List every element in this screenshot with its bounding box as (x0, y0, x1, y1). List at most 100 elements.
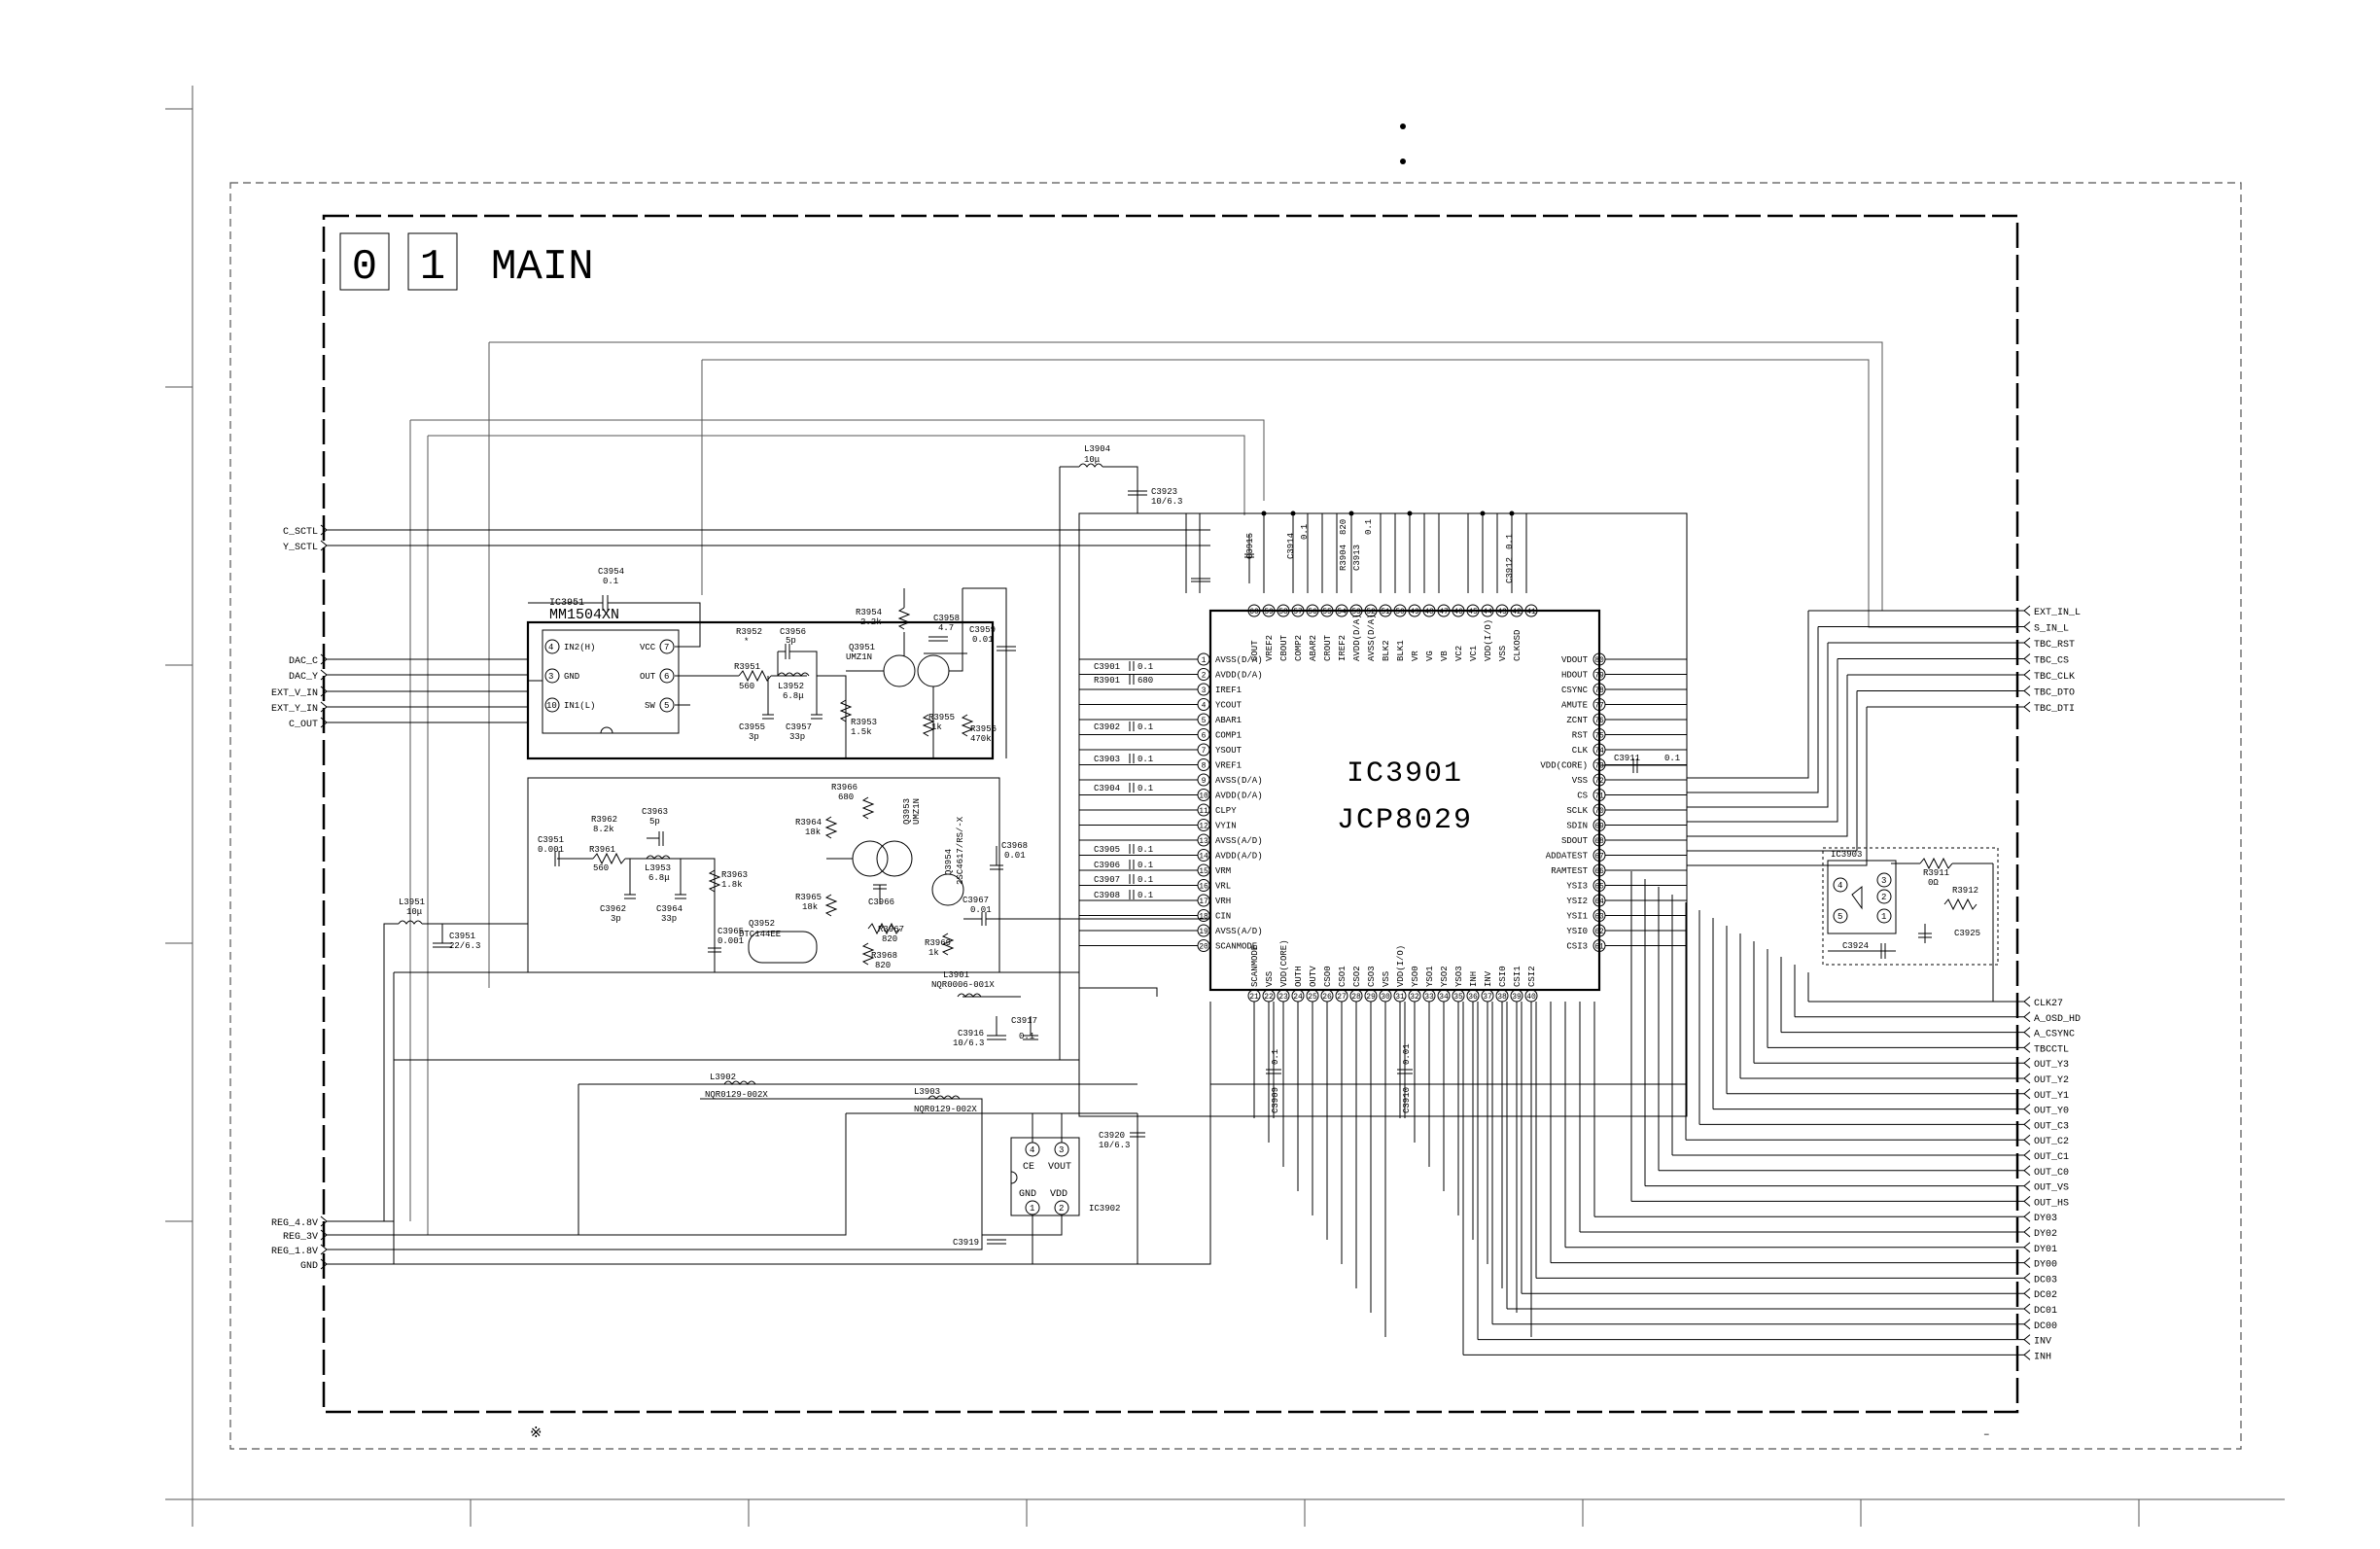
ic3901-right-pin-number: 78 (1594, 686, 1604, 695)
c3904-value: 0.1 (1138, 784, 1153, 793)
r3966-value: 680 (838, 792, 854, 802)
ic3901-top-pin-label: CBOUT (1279, 634, 1289, 661)
ic3951-pin-gnd: GND (564, 672, 579, 682)
ic3902-ref: IC3902 (1089, 1204, 1120, 1214)
q3951-label: Q3951 (849, 643, 875, 652)
l3901-value: NQR0006-001X (931, 980, 995, 990)
r3964-value: 18k (805, 827, 821, 837)
ic3901-right-pin-number: 64 (1594, 898, 1604, 906)
r3955-label: R3955 (928, 713, 955, 722)
right-signal-out-vs: OUT_VS (2034, 1183, 2069, 1194)
ic3902-pin-vout: VOUT (1048, 1162, 1071, 1173)
c3908-label: C3908 (1094, 891, 1120, 900)
ic3901-top-pin-label: VC1 (1469, 646, 1479, 661)
ic3901-top-pin-label: VC2 (1454, 646, 1464, 661)
r3955-value: 1k (931, 722, 942, 732)
ic3901-left-pin-label: VRM (1215, 866, 1231, 876)
ic3901-right-pin-number: 70 (1594, 807, 1604, 816)
right-signal-dc00: DC00 (2034, 1321, 2057, 1332)
ic3903: IC3903 4 5 3 2 1 R3911 0Ω R3912 C3925 C3… (1822, 847, 2017, 1003)
ic3901-top-pin-number: 43 (1497, 608, 1507, 616)
r3963-value: 1.8k (721, 880, 743, 890)
ic3901-part: JCP8029 (1337, 804, 1473, 837)
ic3901-bottom-pin-label: CSO0 (1323, 966, 1333, 987)
ic3901-right-pin-number: 71 (1594, 792, 1604, 801)
r3965-label: R3965 (795, 893, 822, 902)
board-boundary (322, 214, 2019, 1414)
left-signal-c-sctl: C_SCTL (283, 527, 318, 538)
right-signal-tbc-dti: TBC_DTI (2034, 704, 2075, 715)
c3910-label: C3910 (1402, 1087, 1412, 1113)
r3962-value: 8.2k (593, 825, 614, 834)
ic3901-left-pin-number: 4 (1202, 702, 1207, 711)
power-distribution: L3901 NQR0006-001X C3916 10/6.3 C3917 0.… (331, 970, 1413, 1265)
c3956-value: 5p (786, 636, 796, 646)
ic3901-left-pin-label: ABAR1 (1215, 716, 1242, 725)
ic3901-top-pin-label: VG (1425, 651, 1435, 661)
c3966-label: C3966 (868, 898, 894, 907)
l3953-label: L3953 (645, 863, 671, 873)
ic3901-top-pin-number: 58 (1278, 608, 1288, 616)
right-signal-tbc-rst: TBC_RST (2034, 640, 2075, 651)
ic3901-right-pin-number: 76 (1594, 717, 1604, 725)
ic3901-bottom-pin-number: 35 (1453, 993, 1463, 1002)
right-signal-tbc-clk: TBC_CLK (2034, 672, 2075, 683)
ic3901-right-pin-label: YSI3 (1566, 882, 1588, 892)
c3911: C3911 0.1 (1599, 754, 1687, 773)
c3905-label: C3905 (1094, 845, 1120, 855)
l3904-value: 10μ (1084, 455, 1101, 465)
ic3901-bottom-pin-number: 23 (1278, 993, 1288, 1002)
left-signal-c-out: C_OUT (289, 720, 318, 730)
ic3901-left-pin-number: 12 (1199, 823, 1208, 831)
ic3901-bottom-pin-label: SCANMODE (1250, 945, 1260, 987)
c3968-value: 0.01 (1004, 851, 1026, 861)
board-title: 0 1 MAIN (339, 232, 594, 292)
ic3901-bottom-pin-number: 33 (1424, 993, 1434, 1002)
right-signal-dy02: DY02 (2034, 1229, 2057, 1240)
r3961-label: R3961 (589, 845, 615, 855)
r3911-value: 0Ω (1928, 878, 1939, 888)
left-signal-ext-y-in: EXT_Y_IN (271, 704, 318, 715)
ic3951-filter-network: R3952 * R3951 560 C3956 5p L3952 6.8μ C3… (719, 587, 1016, 758)
ic3901-top-pin-number: 44 (1483, 608, 1492, 616)
r3953-value: 1.5k (851, 727, 872, 737)
svg-text:4: 4 (1838, 881, 1842, 891)
q3952-label: Q3952 (749, 919, 775, 929)
svg-text:7: 7 (664, 643, 669, 652)
ic3901-right-pin-number: 66 (1594, 867, 1604, 876)
ic3951-pin-out: OUT (640, 672, 656, 682)
sheet-frame (165, 86, 2285, 1527)
ic3901-left-pin-number: 8 (1202, 762, 1207, 771)
ic3901-bottom-pin-number: 40 (1526, 993, 1536, 1002)
r3967-value: 820 (882, 934, 897, 944)
c3968-label: C3968 (1001, 841, 1028, 851)
r3952-value: * (744, 637, 749, 647)
c3965-value: 0.001 (718, 936, 744, 946)
ic3901-top-pin-number: 59 (1264, 608, 1274, 616)
r3968-label: R3968 (871, 951, 897, 961)
video-buffer-block: C3951 0.001 R3962 8.2k R3961 560 C3963 5… (527, 777, 1210, 973)
r3969-label: R3969 (925, 938, 951, 948)
power-signal-reg-3v: REG_3V (283, 1232, 318, 1243)
ic3901-bottom-pin-label: VDD(I/O) (1396, 945, 1406, 987)
ic3901-top-pin-label: AVDD(D/A) (1352, 614, 1362, 661)
asterisk-note: ※ (530, 1426, 542, 1442)
r3904-label: R3904 (1339, 545, 1348, 571)
c3914-value: 0.1 (1300, 524, 1310, 540)
ic3901-right-pin-number: 68 (1594, 837, 1604, 846)
c3909-label: C3909 (1271, 1087, 1280, 1113)
ic3901-right-pin-label: RAMTEST (1551, 866, 1588, 876)
ic3901-right-pin-number: 63 (1594, 913, 1604, 922)
ic3901-right-pin-label: VSS (1572, 776, 1588, 786)
l3951-label: L3951 (399, 898, 425, 907)
c3914-label: C3914 (1286, 533, 1296, 559)
right-bottom-connector-signals: CLK27A_OSD_HDA_CSYNCTBCCTLOUT_Y3OUT_Y2OU… (1462, 871, 2081, 1362)
ic3901-right-pin-number: 72 (1594, 777, 1604, 786)
q3952-value: DTC144EE (739, 930, 781, 939)
ic3902-pin-gnd: GND (1019, 1189, 1036, 1200)
r3962-label: R3962 (591, 815, 617, 825)
right-signal-inh: INH (2034, 1352, 2051, 1362)
c3964-label: C3964 (656, 904, 682, 914)
power-signal-gnd: GND (300, 1261, 318, 1272)
ic3901-bottom-pin-label: CSO2 (1352, 966, 1362, 987)
